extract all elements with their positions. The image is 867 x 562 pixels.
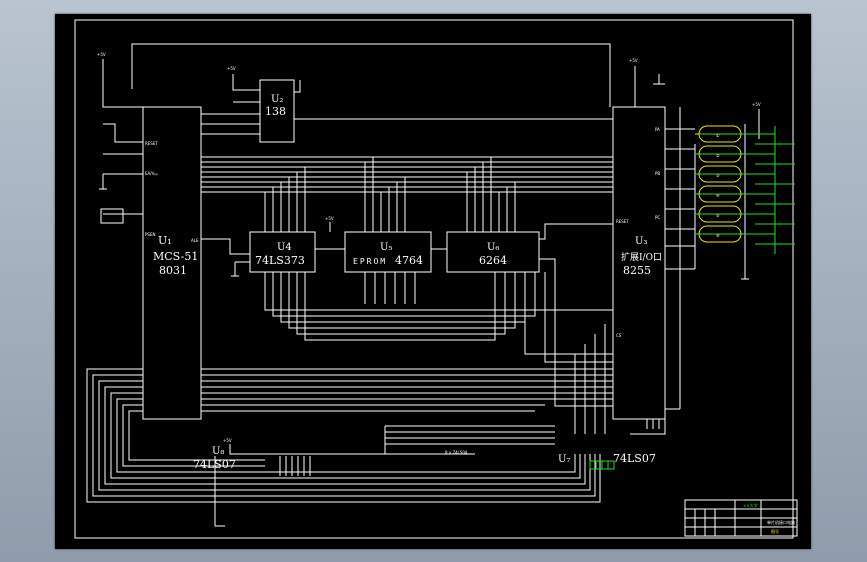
u8-ref: U₈ <box>212 446 224 457</box>
u4-part: 74LS373 <box>255 254 305 267</box>
vcc-label-u3: +5V <box>629 58 638 63</box>
u1-ale-pin: ALE <box>191 238 199 243</box>
chip-u6 <box>446 231 540 273</box>
title-block-sheet: 图号 <box>771 528 779 534</box>
u3-ref: U₃ <box>635 236 647 247</box>
u3-cs-pin: CS <box>616 333 622 338</box>
u8-part: 74LS07 <box>193 458 236 471</box>
led-6-label: ⑥ <box>716 233 720 238</box>
vcc-label-u4: +5V <box>325 216 334 221</box>
u6-part: 6264 <box>479 254 507 267</box>
led-6 <box>698 225 742 243</box>
vcc-label-leds: +5V <box>752 102 761 107</box>
u1-name: MCS-51 <box>153 250 198 263</box>
u1-psen-pin: PSEN <box>145 232 155 237</box>
u7-ref: U₇ <box>558 454 570 465</box>
led-4 <box>698 185 742 203</box>
u5-ref: U₅ <box>380 242 392 253</box>
title-block-drawing-name: 单片机接口电路 <box>767 519 795 525</box>
drawing-sheet: U₁ MCS-51 8031 RESET EA/Vₚₚ ALE PSEN U₂ … <box>55 14 811 549</box>
vcc-label-u8: +5V <box>223 438 232 443</box>
led-5-label: ⑤ <box>716 213 720 218</box>
u3-reset-pin: RESET <box>616 219 629 224</box>
u2-part: 138 <box>265 105 286 118</box>
u3-pb-pin: PB <box>655 171 660 176</box>
title-block: 单片机接口电路 ××大学 图号 <box>684 499 798 537</box>
chip-u1 <box>142 106 202 420</box>
chip-u4 <box>249 231 316 273</box>
bus-note: 8 x 74LS04 <box>445 450 468 455</box>
led-1-label: ① <box>716 133 720 138</box>
u3-pc-pin: PC <box>655 215 660 220</box>
u3-pa-pin: PA <box>655 127 660 132</box>
led-2-label: ② <box>716 153 720 158</box>
u1-ea-pin: EA/Vₚₚ <box>145 171 158 176</box>
wiring <box>86 43 760 527</box>
led-5 <box>698 205 742 223</box>
vcc-label-left: +5V <box>97 52 106 57</box>
led-2 <box>698 145 742 163</box>
circuit-schematic: U₁ MCS-51 8031 RESET EA/Vₚₚ ALE PSEN U₂ … <box>74 19 798 539</box>
u5-name: EPROM <box>353 257 387 266</box>
chip-u3 <box>612 106 666 420</box>
u1-part: 8031 <box>159 264 187 277</box>
u1-ref: U₁ <box>158 234 172 247</box>
u3-part: 8255 <box>623 264 651 277</box>
led-4-label: ④ <box>716 193 720 198</box>
title-block-school: ××大学 <box>743 502 758 508</box>
u7-part: 74LS07 <box>613 452 656 465</box>
chip-u2 <box>259 79 295 143</box>
led-3-label: ③ <box>716 173 720 178</box>
led-array: ① ② ③ ④ ⑤ ⑥ <box>695 125 795 254</box>
u4-ref: U4 <box>277 242 292 253</box>
u6-ref: U₆ <box>487 242 499 253</box>
vcc-label-u2: +5V <box>227 66 236 71</box>
u3-name: 扩展I/O口 <box>621 251 662 263</box>
u7-gate-array <box>589 460 615 470</box>
drawing-frame <box>74 19 794 539</box>
u2-ref: U₂ <box>271 94 283 105</box>
chip-u5 <box>344 231 432 273</box>
u1-reset-pin: RESET <box>145 141 158 146</box>
led-3 <box>698 165 742 183</box>
u5-part: 4764 <box>395 254 423 267</box>
